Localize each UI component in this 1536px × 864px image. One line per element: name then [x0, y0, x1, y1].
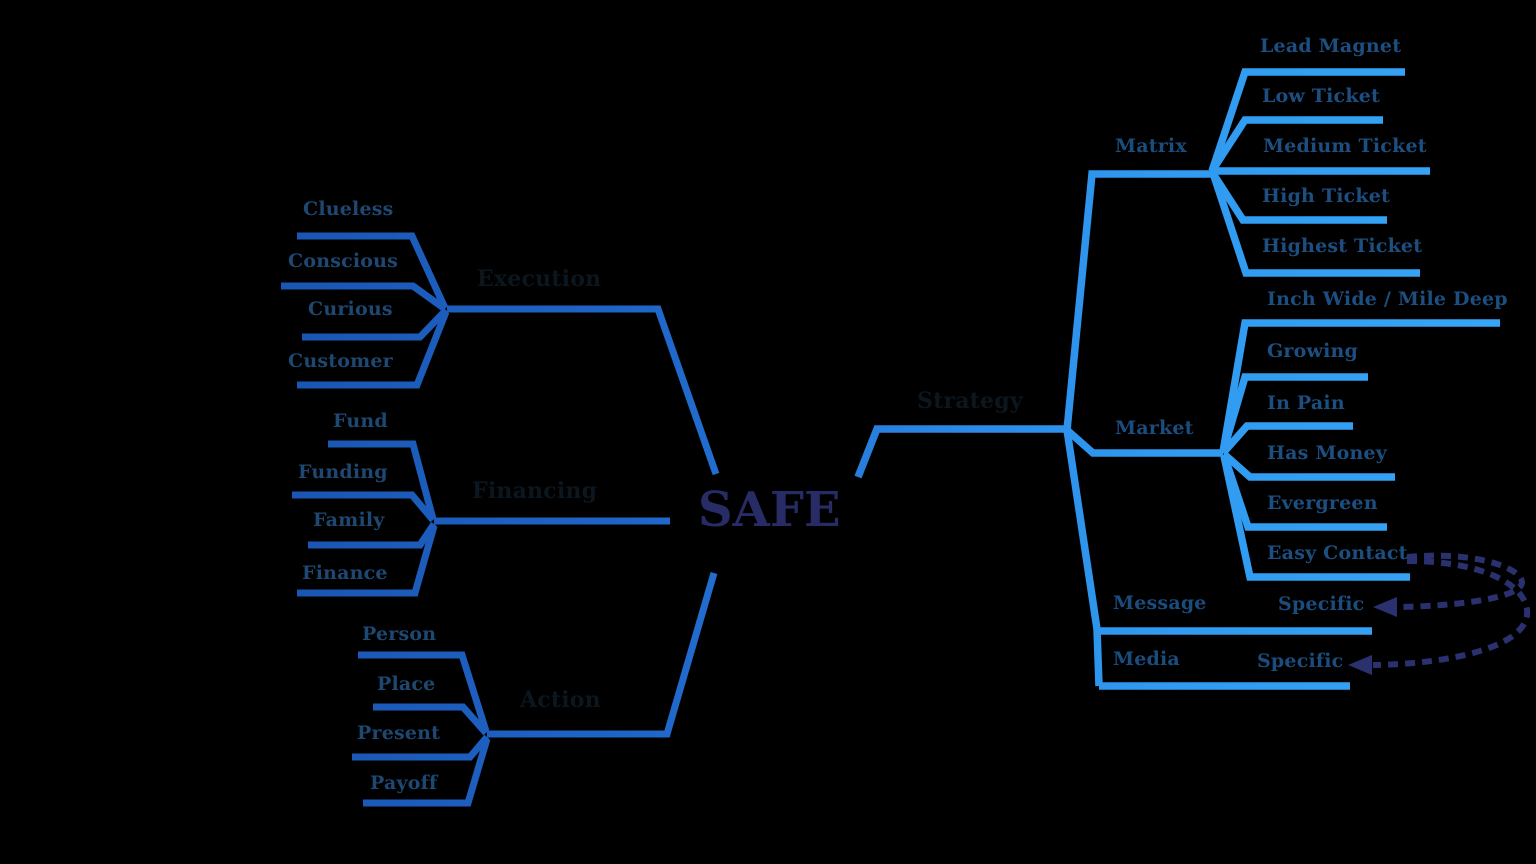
node-label-medium-ticket: Medium Ticket: [1263, 135, 1427, 157]
growing-line: [1219, 373, 1368, 454]
fund-line: [328, 440, 437, 520]
node-label-highest-ticket: Highest Ticket: [1262, 235, 1423, 257]
node-label-evergreen: Evergreen: [1267, 492, 1378, 514]
action-main-line: [487, 572, 718, 738]
action-branch-lines: [352, 572, 718, 807]
matrix-trunk-line: [1063, 170, 1212, 431]
node-label-matrix: Matrix: [1115, 135, 1187, 157]
execution-main-line: [447, 305, 720, 476]
node-label-payoff: Payoff: [370, 772, 438, 794]
arrow-easy-contact-to-media-specific: [1372, 558, 1531, 668]
node-label-inch-wide-mile-deep: Inch Wide / Mile Deep: [1267, 288, 1508, 310]
high-ticket-line: [1208, 169, 1387, 224]
arrowhead-message-specific: [1373, 597, 1397, 617]
node-label-curious: Curious: [308, 298, 393, 320]
node-label-finance: Finance: [302, 562, 388, 584]
feedback-arrows: [1348, 552, 1531, 675]
node-label-message-specific: Specific: [1278, 593, 1365, 615]
node-label-media-specific: Specific: [1257, 650, 1344, 672]
node-label-conscious: Conscious: [288, 250, 399, 272]
node-label-growing: Growing: [1267, 340, 1358, 362]
curious-line: [302, 307, 449, 341]
node-label-place: Place: [377, 673, 436, 695]
execution-branch-lines: [281, 232, 720, 476]
node-label-fund: Fund: [333, 410, 388, 432]
branch-label-strategy: Strategy: [917, 388, 1023, 414]
conscious-line: [281, 282, 448, 312]
strategy-main-line: [854, 425, 1067, 479]
node-label-present: Present: [357, 722, 441, 744]
node-label-easy-contact: Easy Contact: [1267, 542, 1408, 564]
node-label-in-pain: In Pain: [1267, 392, 1345, 414]
place-line: [373, 703, 489, 736]
node-label-high-ticket: High Ticket: [1262, 185, 1391, 207]
evergreen-line: [1220, 453, 1387, 531]
node-label-funding: Funding: [298, 461, 388, 483]
node-label-family: Family: [313, 509, 385, 531]
in-pain-line: [1220, 422, 1353, 456]
node-label-customer: Customer: [288, 350, 393, 372]
easy-contact-line: [1220, 455, 1410, 581]
arrowhead-media-specific: [1348, 655, 1372, 675]
node-label-message: Message: [1113, 592, 1207, 614]
matrix-children-lines: [1208, 68, 1430, 277]
low-ticket-line: [1208, 116, 1383, 174]
person-line: [358, 651, 490, 733]
lead-magnet-line: [1208, 68, 1405, 173]
present-line: [352, 734, 490, 761]
branch-label-execution: Execution: [477, 266, 602, 292]
strategy-branch-lines: [854, 170, 1372, 690]
branch-label-action: Action: [520, 687, 601, 713]
funding-line: [292, 491, 436, 523]
node-label-has-money: Has Money: [1267, 442, 1388, 464]
finance-line: [297, 525, 438, 597]
highest-ticket-line: [1209, 171, 1420, 277]
inch-wide-mile-deep-line: [1219, 319, 1500, 453]
node-label-lead-magnet: Lead Magnet: [1260, 35, 1402, 57]
market-children-lines: [1219, 319, 1500, 581]
branch-label-financing: Financing: [472, 478, 598, 504]
market-trunk-line: [1064, 427, 1223, 457]
customer-line: [297, 310, 450, 389]
arrow-easy-contact-to-message-specific: [1397, 552, 1525, 610]
node-label-clueless: Clueless: [303, 198, 394, 220]
clueless-line: [297, 232, 449, 310]
payoff-line: [363, 738, 491, 807]
node-label-person: Person: [362, 623, 437, 645]
financing-branch-lines: [292, 440, 670, 597]
message-media-trunk-line: [1063, 429, 1103, 687]
node-label-media: Media: [1113, 648, 1180, 670]
has-money-line: [1221, 451, 1395, 481]
node-label-low-ticket: Low Ticket: [1262, 85, 1380, 107]
center-node-safe: SAFE: [698, 482, 841, 538]
node-label-market: Market: [1115, 417, 1194, 439]
